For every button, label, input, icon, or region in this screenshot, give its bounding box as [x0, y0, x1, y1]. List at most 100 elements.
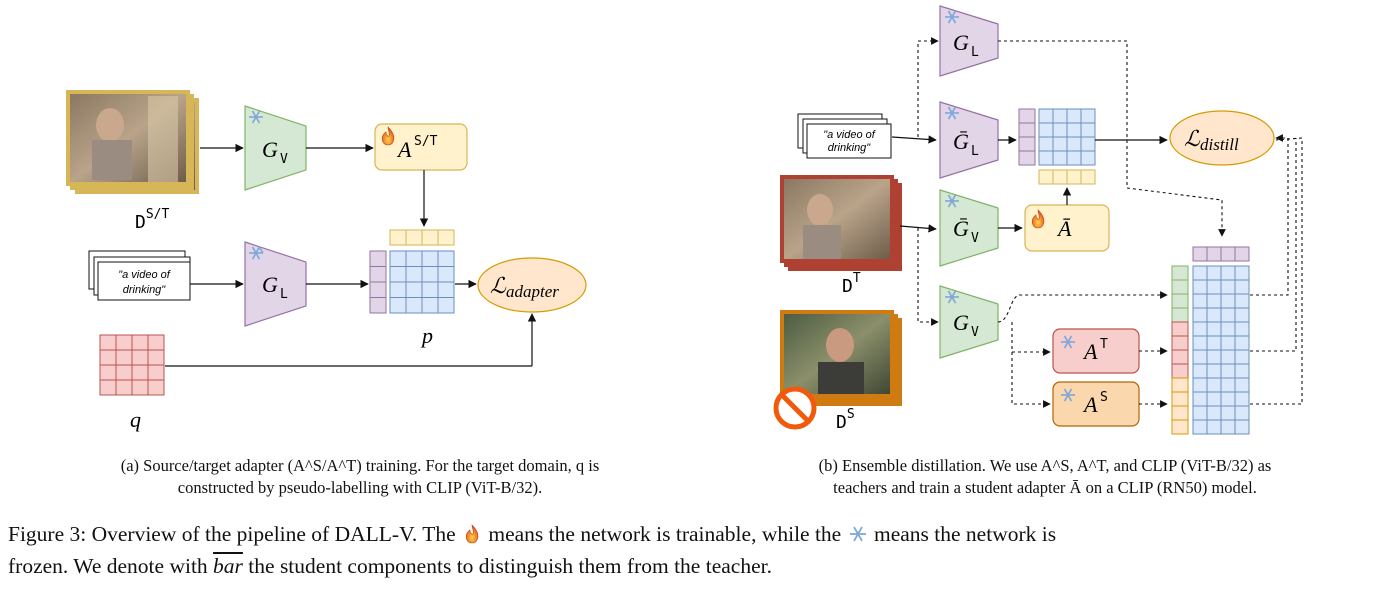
grid-cell [1192, 307, 1208, 323]
gl-teacher-b: G L [939, 5, 999, 77]
svg-text:Ḡ: Ḡ [953, 216, 969, 241]
loss-distill: ℒ distill [1169, 110, 1275, 166]
svg-text:ℒ: ℒ [1184, 126, 1201, 151]
grid-cell [405, 266, 423, 283]
grid-cell [1066, 169, 1082, 185]
grid-cell [1206, 405, 1222, 421]
adapter-vector-a [389, 229, 455, 246]
grid-cell [1018, 122, 1036, 138]
grid-cell [1206, 307, 1222, 323]
svg-text:Ā: Ā [1056, 216, 1072, 241]
dst-label: DS/T [135, 207, 169, 233]
grid-cell [131, 334, 149, 351]
grid-cell [1052, 108, 1068, 124]
grid-cell [1038, 122, 1054, 138]
grid-cell [1192, 246, 1208, 262]
grid-cell [1206, 321, 1222, 337]
grid-cell [1171, 321, 1189, 337]
text-prompt-b: "a video of drinking" [797, 113, 892, 159]
grid-cell [1066, 108, 1082, 124]
grid-cell [1220, 307, 1236, 323]
grid-cell [1066, 136, 1082, 152]
snowflake-icon [945, 10, 959, 24]
grid-cell [99, 364, 117, 381]
grid-cell [1171, 279, 1189, 295]
grid-cell [1038, 150, 1054, 166]
snowflake-icon [945, 290, 959, 304]
grid-cell [1234, 279, 1250, 295]
figcap-part5: the student components to distinguish th… [248, 554, 772, 578]
grid-cell [421, 281, 439, 298]
svg-text:ℒ: ℒ [490, 273, 507, 298]
svg-text:G: G [262, 137, 278, 162]
svg-text:drinking": drinking" [828, 142, 872, 154]
teacher-adapter-as: A S [1052, 381, 1140, 427]
grid-cell [369, 266, 387, 283]
similarity-matrix-p [389, 250, 455, 314]
grid-cell [1220, 363, 1236, 379]
grid-cell [1080, 169, 1096, 185]
grid-cell [369, 250, 387, 267]
grid-cell [1171, 363, 1189, 379]
grid-cell [1080, 108, 1096, 124]
figcap-bar-word: bar [213, 554, 243, 578]
svg-text:L: L [280, 287, 288, 302]
figure-caption: Figure 3: Overview of the pipeline of DA… [8, 518, 1380, 582]
grid-cell [421, 229, 439, 246]
grid-cell [1171, 377, 1189, 393]
svg-text:drinking": drinking" [123, 284, 167, 296]
svg-text:V: V [971, 231, 979, 246]
grid-cell [1234, 246, 1250, 262]
grid-cell [437, 250, 455, 267]
grid-cell [1052, 150, 1068, 166]
snowflake-icon [1061, 388, 1075, 402]
grid-cell [1220, 377, 1236, 393]
grid-cell [115, 349, 133, 366]
grid-cell [1171, 391, 1189, 407]
teacher-similarity-matrix [1192, 265, 1250, 435]
grid-cell [147, 379, 165, 396]
grid-cell [1234, 349, 1250, 365]
grid-cell [147, 349, 165, 366]
caption-b-line1: (b) Ensemble distillation. We use A^S, A… [818, 456, 1272, 475]
grid-cell [99, 349, 117, 366]
grid-cell [1220, 349, 1236, 365]
grid-cell [389, 229, 407, 246]
grid-cell [1234, 405, 1250, 421]
grid-cell [369, 297, 387, 314]
grid-cell [115, 364, 133, 381]
grid-cell [1018, 108, 1036, 124]
grid-cell [1234, 293, 1250, 309]
grid-cell [1052, 136, 1068, 152]
grid-cell [115, 379, 133, 396]
video-stack-dt [780, 175, 902, 271]
svg-text:A: A [1082, 339, 1098, 364]
grid-cell [389, 297, 407, 314]
gv-teacher-b: G V [939, 285, 999, 359]
svg-text:Ḡ: Ḡ [953, 129, 969, 154]
svg-text:adapter: adapter [506, 282, 559, 301]
grid-cell [1192, 405, 1208, 421]
svg-text:L: L [971, 144, 979, 159]
figcap-part1: Figure 3: Overview of the pipeline of DA… [8, 522, 456, 546]
caption-b-line2: teachers and train a student adapter Ā o… [833, 478, 1257, 497]
grid-cell [1234, 363, 1250, 379]
svg-text:V: V [971, 325, 979, 340]
svg-text:G: G [262, 272, 278, 297]
grid-cell [1066, 150, 1082, 166]
grid-cell [1171, 293, 1189, 309]
snowflake-icon [849, 526, 866, 542]
grid-cell [1038, 136, 1054, 152]
grid-cell [147, 334, 165, 351]
grid-cell [1234, 321, 1250, 337]
grid-cell [1192, 419, 1208, 435]
grid-cell [1192, 265, 1208, 281]
teacher-text-vector [1192, 246, 1250, 262]
grid-cell [1192, 377, 1208, 393]
grid-cell [147, 364, 165, 381]
svg-text:"a video of: "a video of [118, 269, 171, 281]
caption-panel-a: (a) Source/target adapter (A^S/A^T) trai… [40, 455, 680, 499]
grid-cell [1052, 122, 1068, 138]
adapter-ast: A S/T [374, 123, 468, 171]
svg-text:L: L [971, 45, 979, 60]
